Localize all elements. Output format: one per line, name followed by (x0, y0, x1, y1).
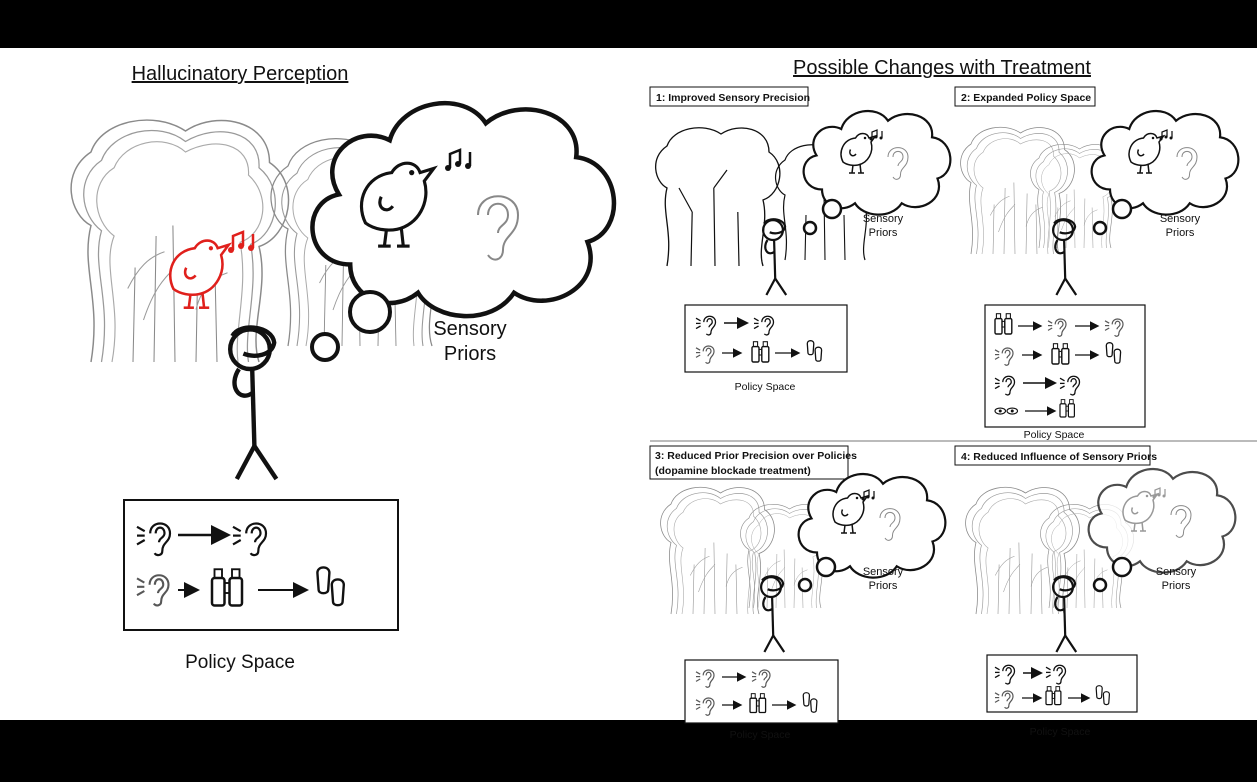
panel-4-policy-caption: Policy Space (1030, 726, 1091, 738)
panel-2-bubble-large (1111, 198, 1133, 220)
right-title: Possible Changes with Treatment (793, 57, 1091, 79)
panel-3-label-line1: 3: Reduced Prior Precision over Policies (655, 450, 857, 462)
thought-bubble-small (310, 332, 340, 362)
panel-1-tree-icon (655, 127, 781, 267)
panel-4-cloud-label-line2: Priors (1162, 580, 1191, 592)
panel-2-cloud-label-line2: Priors (1166, 227, 1195, 239)
panel-4-bubble-large (1111, 556, 1133, 578)
left-policy-row-1 (137, 524, 266, 556)
left-cloud-label-line2: Priors (444, 343, 496, 365)
left-title: Hallucinatory Perception (132, 63, 349, 85)
panel-1-policy-caption: Policy Space (735, 381, 796, 393)
panel-3-cloud-label-line2: Priors (869, 580, 898, 592)
panel-4-policy-box (986, 654, 1138, 713)
panel-2-bubble-small (1092, 220, 1108, 236)
left-panel: Hallucinatory Perception Sensory Priors … (70, 63, 614, 673)
panel-1: 1: Improved Sensory Precision Sensory Pr… (649, 86, 952, 393)
panel-3-label-box (649, 445, 849, 480)
panel-1-cloud-label-line1: Sensory (863, 213, 904, 225)
panel-3: 3: Reduced Prior Precision over Policies… (649, 445, 947, 741)
panel-3-cloud-label-line1: Sensory (863, 566, 904, 578)
panel-1-cloud-label-line2: Priors (869, 227, 898, 239)
left-cloud-label-line1: Sensory (433, 318, 506, 340)
panel-2-cloud-label-line1: Sensory (1160, 213, 1201, 225)
left-policy-row-2 (137, 566, 345, 607)
panel-1-label-box (649, 86, 809, 107)
panel-2: 2: Expanded Policy Space Sensory Priors … (954, 86, 1240, 441)
panel-4-bubble-small (1092, 577, 1108, 593)
panel-2-label: 2: Expanded Policy Space (961, 92, 1091, 104)
thought-bubble-large (348, 290, 392, 334)
panel-1-bubble-small (802, 220, 818, 236)
panel-2-policy-caption: Policy Space (1024, 429, 1085, 441)
left-policy-box (123, 499, 399, 631)
panel-4-label-box (954, 445, 1151, 466)
panel-4: 4: Reduced Influence of Sensory Priors S… (954, 445, 1237, 738)
left-policy-caption: Policy Space (185, 652, 295, 673)
panel-1-label: 1: Improved Sensory Precision (656, 92, 810, 104)
panel-4-label: 4: Reduced Influence of Sensory Priors (961, 451, 1157, 463)
panel-3-label-line2: (dopamine blockade treatment) (655, 465, 811, 477)
panel-3-bubble-small (797, 577, 813, 593)
panel-1-bubble-large (821, 198, 843, 220)
panel-4-cloud-label-line1: Sensory (1156, 566, 1197, 578)
panel-3-policy-caption: Policy Space (730, 729, 791, 741)
panel-2-label-box (954, 86, 1096, 107)
panel-3-bubble-large (815, 556, 837, 578)
